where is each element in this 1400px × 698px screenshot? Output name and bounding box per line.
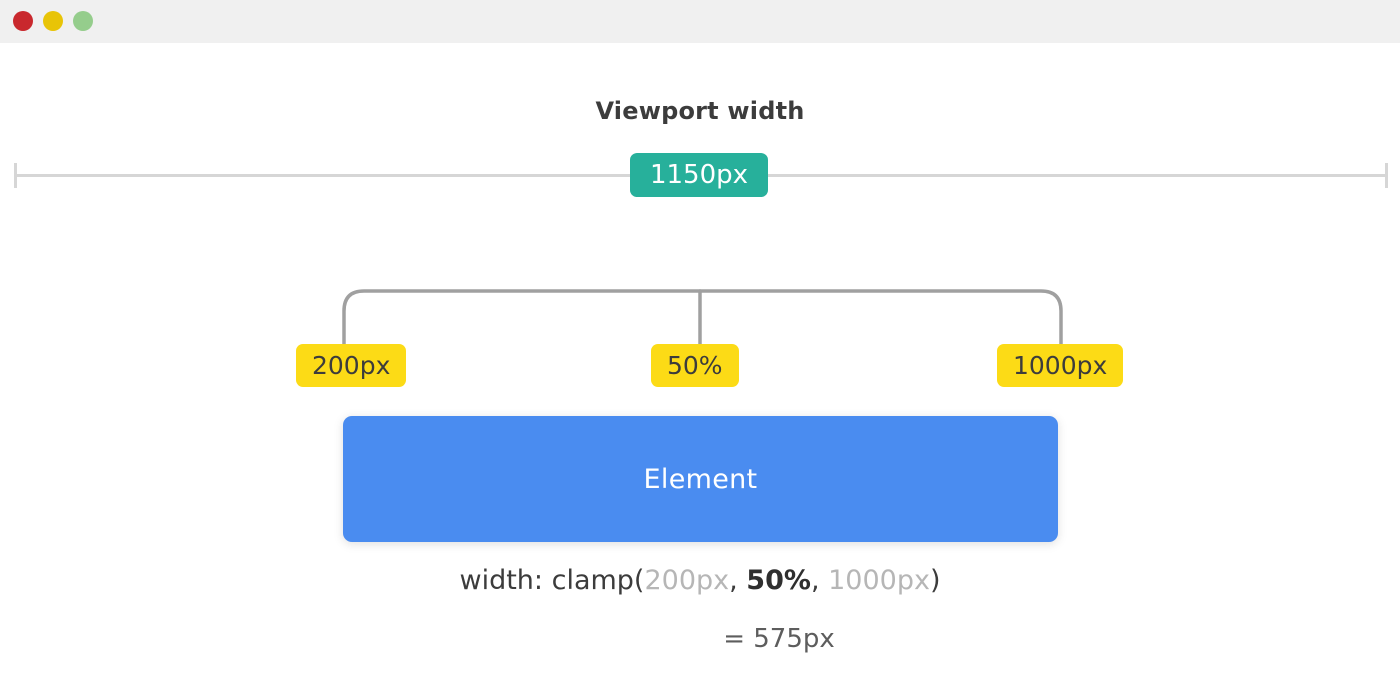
close-window-button[interactable] (13, 11, 33, 31)
element-block-label: Element (643, 463, 758, 495)
maximize-window-button[interactable] (73, 11, 93, 31)
clamp-bracket (342, 289, 1063, 353)
clamp-max-badge: 1000px (997, 344, 1124, 387)
formula-min-value: 200px (644, 565, 730, 596)
element-block: Element (343, 416, 1058, 542)
viewport-width-badge: 1150px (630, 153, 768, 197)
diagram-canvas: Viewport width 1150px 200px 50% 1000px E… (0, 43, 1400, 698)
minimize-window-button[interactable] (43, 11, 63, 31)
formula-max-value: 1000px (828, 565, 930, 596)
computed-result: = 575px (0, 624, 1400, 654)
formula-separator-1: , (729, 565, 747, 596)
computed-result-value: = 575px (723, 624, 835, 654)
viewport-width-heading: Viewport width (595, 97, 805, 125)
formula-property: width: clamp( (459, 565, 645, 596)
viewport-ruler-right-cap (1385, 163, 1388, 188)
formula-preferred-value: 50% (746, 565, 811, 596)
clamp-min-badge: 200px (296, 344, 407, 387)
formula-close-paren: ) (929, 565, 941, 596)
formula-separator-2: , (810, 565, 829, 596)
viewport-ruler-left-cap (14, 163, 17, 188)
clamp-formula: width: clamp(200px, 50%, 1000px) (0, 565, 1400, 596)
window-titlebar (0, 0, 1400, 43)
clamp-preferred-badge: 50% (651, 344, 739, 387)
